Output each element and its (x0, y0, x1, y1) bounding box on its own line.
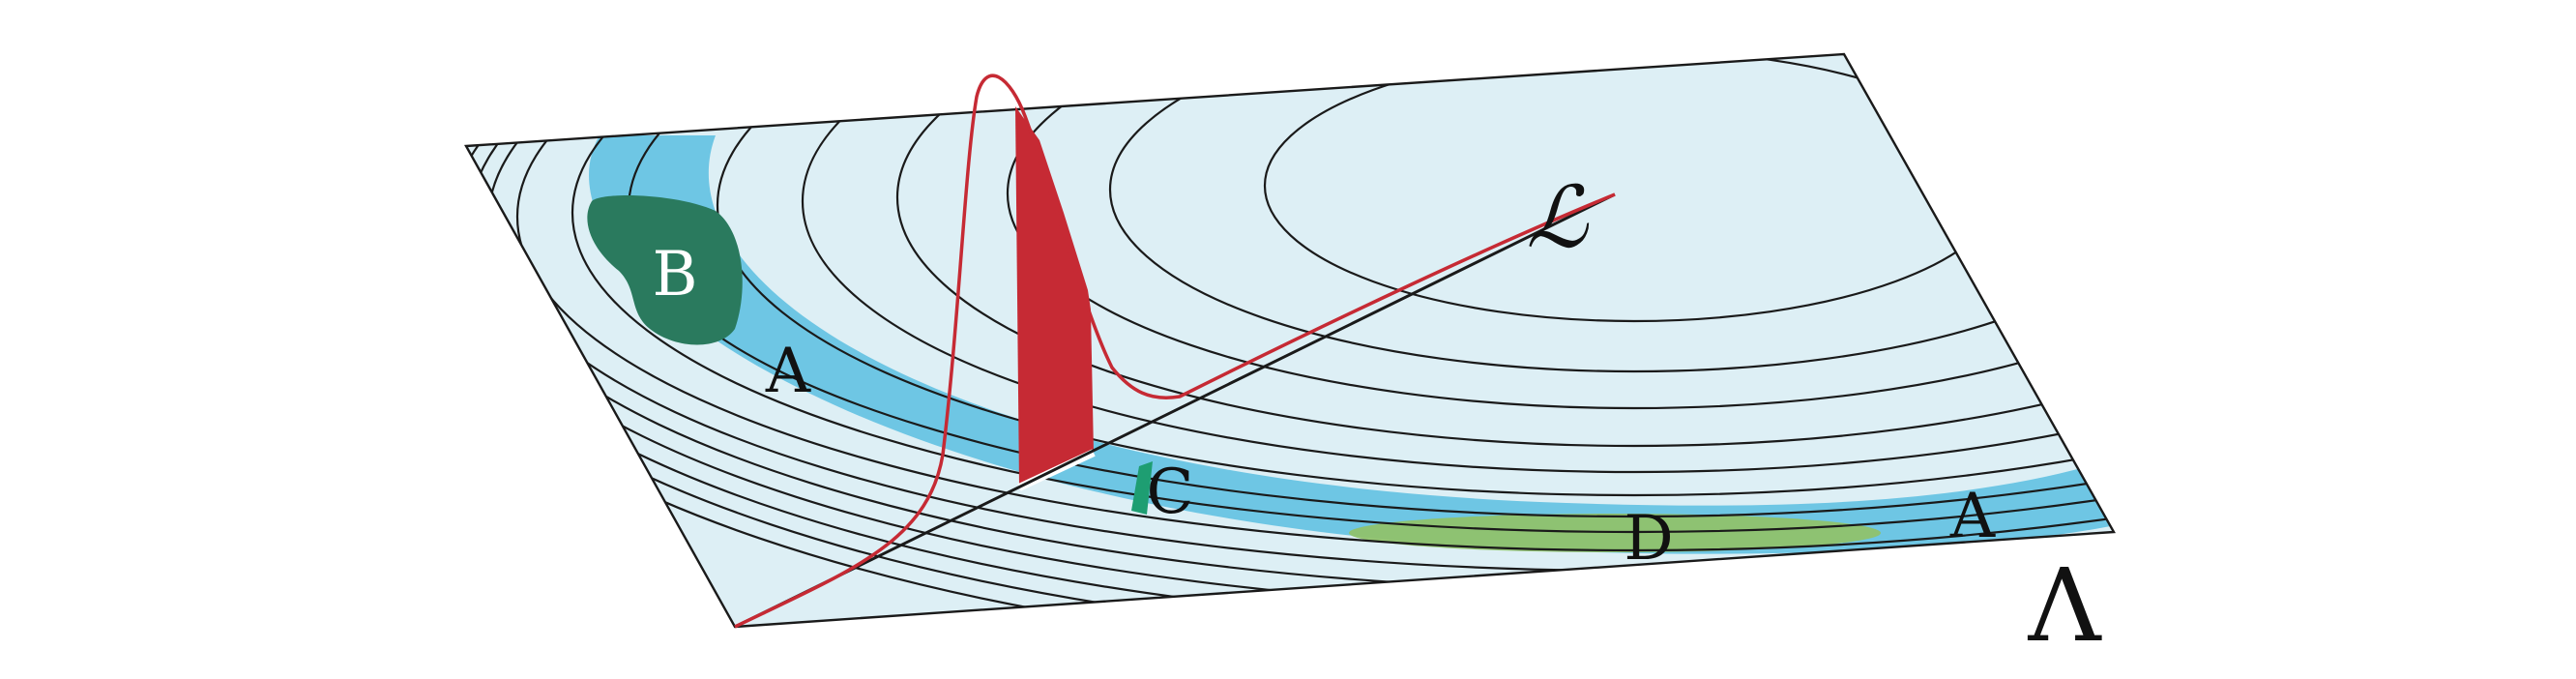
red-slice (1015, 106, 1094, 487)
label-line-l: ℒ (1526, 167, 1589, 267)
label-a-right: A (1949, 481, 1996, 552)
label-b: B (652, 239, 697, 310)
region-a-band (589, 135, 2114, 554)
label-d: D (1624, 503, 1673, 575)
label-a-left: A (765, 336, 811, 407)
label-lambda: Λ (2027, 546, 2102, 664)
profile-curve (734, 74, 1616, 629)
plane-border (464, 52, 2116, 629)
label-c: C (1147, 457, 1194, 528)
line-l (734, 192, 1616, 629)
region-c (1131, 461, 1153, 515)
region-b (587, 195, 743, 345)
